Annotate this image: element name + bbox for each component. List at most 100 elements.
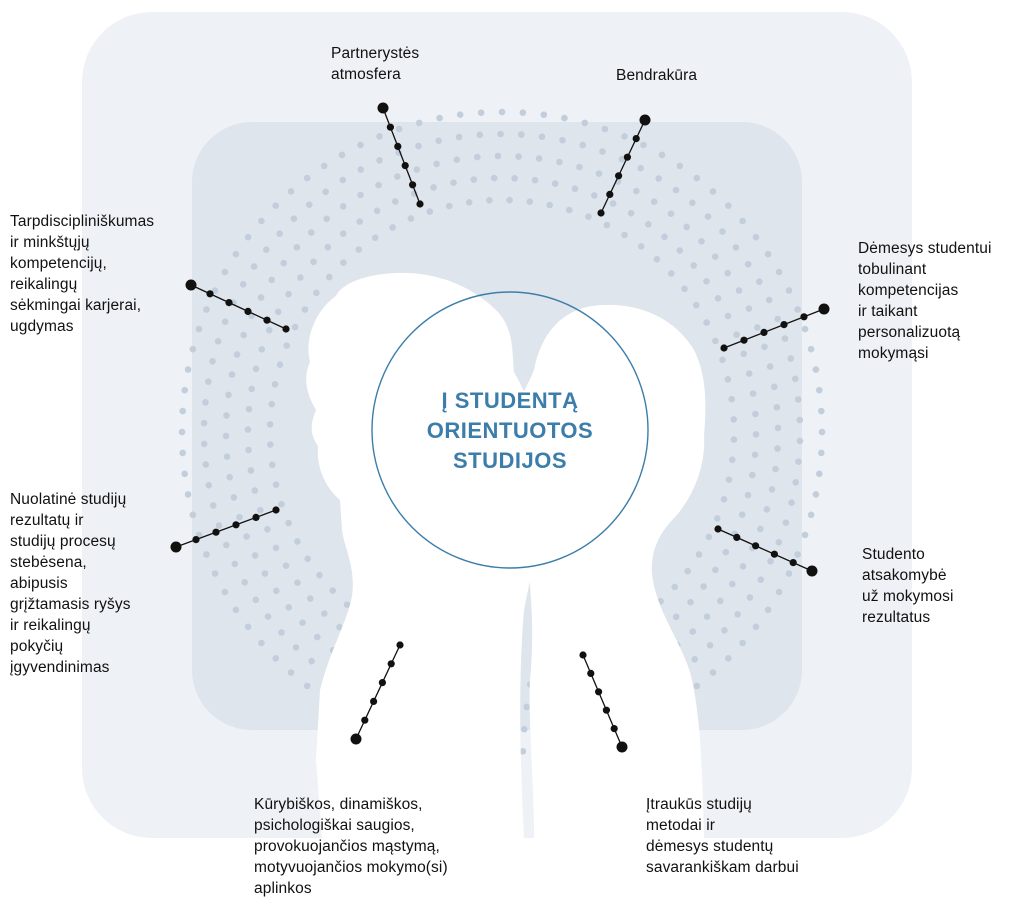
connector-line: [170, 506, 280, 553]
ring-dot: [519, 748, 527, 755]
ring-dot: [221, 588, 229, 596]
ring-dot: [655, 175, 662, 182]
ring-dot: [751, 451, 759, 459]
ring-dot: [340, 259, 347, 267]
ring-dot: [693, 301, 700, 309]
ring-dot: [209, 502, 217, 509]
ring-dot: [775, 588, 783, 596]
ring-dot: [282, 562, 290, 569]
ring-dot: [357, 141, 364, 149]
ring-dot: [691, 656, 698, 663]
ring-dot: [221, 268, 229, 276]
ring-dot: [523, 703, 530, 711]
ring-dot: [250, 263, 258, 270]
connector-node: [800, 313, 808, 321]
ring-dot: [695, 551, 703, 558]
ring-dot: [738, 511, 746, 518]
ring-dot: [732, 244, 740, 251]
ring-dot: [781, 335, 789, 342]
ring-dot: [763, 506, 771, 513]
ring-dot: [179, 407, 186, 415]
ring-dot: [729, 456, 736, 464]
connector-node: [350, 733, 362, 745]
ring-dot: [816, 386, 823, 394]
ring-dot: [240, 331, 247, 339]
ring-dot: [236, 513, 243, 521]
ring-dot: [627, 209, 635, 217]
connector-node: [416, 200, 424, 208]
ring-dot: [450, 179, 457, 186]
ring-dot: [566, 206, 573, 214]
connector-line: [377, 102, 424, 208]
connector-line: [714, 525, 818, 577]
ring-dot: [754, 324, 761, 331]
connector-node: [770, 550, 779, 558]
ring-dot: [540, 111, 548, 118]
ring-dot: [621, 133, 628, 140]
ring-dot: [189, 511, 197, 519]
ring-dot: [720, 496, 728, 503]
ring-dot: [709, 669, 717, 676]
connector-line: [350, 641, 404, 745]
connector-node: [212, 528, 220, 536]
ring-dot: [285, 519, 292, 527]
ring-dot: [181, 470, 188, 478]
ring-dot: [269, 461, 276, 469]
ring-dot: [609, 200, 617, 207]
center-circle: [371, 291, 649, 569]
ring-dot: [693, 174, 701, 182]
ring-dot: [787, 355, 795, 362]
ring-dot: [456, 111, 464, 118]
ring-dot: [733, 331, 740, 339]
ring-dot: [498, 108, 506, 116]
ring-dot: [671, 583, 678, 591]
ring-dot: [268, 276, 276, 284]
ring-dot: [725, 476, 733, 484]
ring-dot: [371, 234, 379, 241]
connector-node: [409, 181, 417, 189]
ring-dot: [633, 187, 640, 195]
ring-dot: [343, 601, 351, 608]
ring-dot: [303, 682, 311, 690]
ring-dot: [774, 315, 781, 323]
ring-dot: [794, 396, 802, 403]
ring-dot: [774, 445, 781, 452]
ring-dot: [258, 639, 265, 647]
ring-dot: [297, 274, 304, 281]
ring-dot: [313, 289, 320, 297]
ring-dot: [599, 148, 606, 155]
ring-dot: [376, 133, 383, 140]
ring-dot: [728, 395, 735, 403]
ring-dot: [709, 188, 717, 195]
label-monitoring: Nuolatinė studijų rezultatų ir studijų p…: [10, 491, 131, 676]
ring-dot: [274, 308, 282, 316]
connector-node: [386, 123, 394, 131]
ring-dot: [474, 153, 481, 161]
ring-dot: [244, 623, 252, 631]
dotted-rings: [178, 108, 826, 756]
ring-dot: [752, 623, 760, 631]
ring-dot: [321, 610, 328, 617]
ring-dot: [581, 119, 589, 127]
ring-dot: [712, 566, 719, 574]
ring-dot: [248, 385, 255, 393]
connector-node: [361, 716, 369, 724]
ring-dot: [486, 197, 493, 204]
ring-dot: [791, 375, 799, 383]
ring-dot: [202, 399, 209, 406]
connector-node: [244, 307, 252, 315]
connector-node: [282, 325, 290, 333]
ring-dot: [266, 326, 273, 334]
ring-dot: [273, 587, 280, 595]
ring-dot: [415, 119, 423, 127]
ring-dot: [676, 162, 684, 170]
ring-dot: [261, 570, 269, 577]
connector-node: [806, 565, 818, 577]
ring-dot: [214, 338, 222, 345]
ring-dot: [700, 583, 707, 590]
ring-dot: [585, 213, 592, 220]
ring-dot: [796, 416, 804, 424]
ring-dot: [724, 376, 732, 383]
connector-node: [616, 741, 628, 753]
connector-node: [206, 290, 214, 298]
